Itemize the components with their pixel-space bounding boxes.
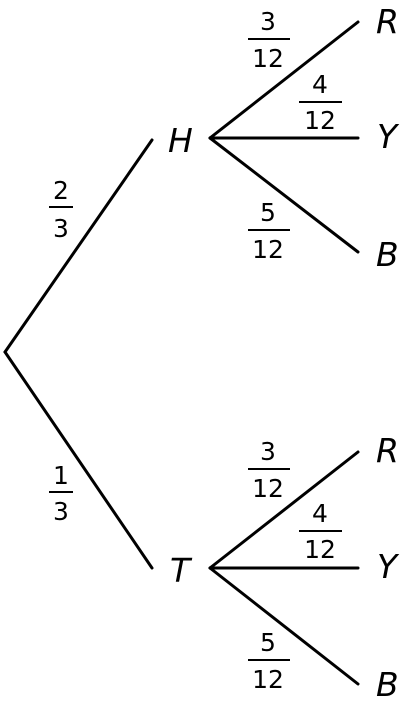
branch-h-to-b xyxy=(208,136,360,254)
fraction-numerator: 4 xyxy=(312,499,328,528)
fraction-numerator: 5 xyxy=(260,628,276,657)
probability-h-r: 3 12 xyxy=(248,7,290,73)
branch-t-to-b xyxy=(208,566,360,686)
branch-root-to-h xyxy=(3,138,154,354)
node-label-h: H xyxy=(168,121,193,160)
node-label-h-b: B xyxy=(376,235,399,274)
fraction-numerator: 2 xyxy=(53,176,69,205)
fraction-denominator: 12 xyxy=(252,44,284,73)
probability-h: 2 3 xyxy=(49,176,73,243)
fraction-denominator: 12 xyxy=(304,535,336,564)
probability-t-b: 5 12 xyxy=(248,628,290,694)
fraction-numerator: 3 xyxy=(260,7,276,36)
node-label-h-r: R xyxy=(376,2,399,41)
fraction-denominator: 12 xyxy=(252,474,284,503)
node-label-t-b: B xyxy=(376,665,399,704)
fraction-numerator: 4 xyxy=(312,70,328,99)
fraction-denominator: 12 xyxy=(252,235,284,264)
probability-t-y: 4 12 xyxy=(299,499,342,564)
branch-root-to-t xyxy=(3,350,154,570)
fraction-numerator: 1 xyxy=(53,461,69,490)
fraction-denominator: 12 xyxy=(304,106,336,135)
fraction-denominator: 12 xyxy=(252,665,284,694)
fraction-numerator: 5 xyxy=(260,198,276,227)
probability-t-r: 3 12 xyxy=(248,437,290,503)
fraction-denominator: 3 xyxy=(53,214,69,243)
fraction-numerator: 3 xyxy=(260,437,276,466)
node-label-t-r: R xyxy=(376,431,399,470)
node-label-t: T xyxy=(170,551,193,590)
node-label-t-y: Y xyxy=(377,547,400,586)
probability-h-y: 4 12 xyxy=(299,70,342,135)
probability-t: 1 3 xyxy=(49,461,73,526)
node-label-h-y: Y xyxy=(377,117,400,156)
probability-h-b: 5 12 xyxy=(248,198,290,264)
branch-t-to-r xyxy=(208,450,360,570)
fraction-denominator: 3 xyxy=(53,497,69,526)
branch-h-to-r xyxy=(208,20,360,140)
